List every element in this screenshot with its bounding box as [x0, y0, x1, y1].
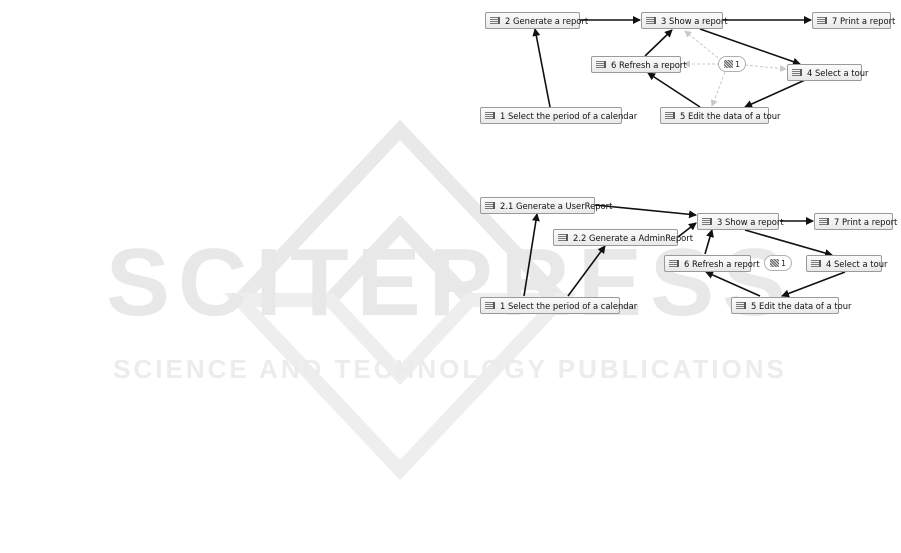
use-case-icon [665, 112, 675, 119]
dashed-badge-to-select [744, 64, 787, 72]
node-label: 4 Select a tour [807, 67, 869, 78]
edge-refresh-to-show [704, 229, 714, 255]
edge-select-to-edit [781, 271, 846, 298]
edge-show-to-select [744, 229, 833, 257]
node-generate-user-report[interactable]: 2.1 Generate a UserReport [480, 197, 612, 214]
use-case-icon [485, 202, 495, 209]
stack-icon [723, 60, 733, 68]
use-case-icon [817, 17, 827, 24]
counter-badge[interactable]: 1 [718, 56, 746, 72]
node-label: 3 Show a report [717, 216, 784, 227]
edge-period-to-generate [532, 28, 551, 108]
node-label: 7 Print a report [832, 15, 896, 26]
use-case-icon [485, 112, 495, 119]
counter-badge[interactable]: 1 [764, 255, 792, 271]
stack-icon [769, 259, 779, 267]
use-case-icon [811, 260, 821, 267]
watermark-title: SCITEPRESS [106, 229, 794, 336]
node-label: 1 Select the period of a calendar [500, 300, 638, 311]
use-case-icon [736, 302, 746, 309]
watermark-subtitle: SCIENCE AND TECHNOLOGY PUBLICATIONS [113, 354, 787, 384]
node-select-period[interactable]: 1 Select the period of a calendar [480, 297, 637, 314]
edge-show-to-select [699, 28, 801, 66]
counter-badge-value: 1 [734, 59, 741, 69]
node-label: 2.1 Generate a UserReport [500, 200, 613, 211]
node-label: 2.2 Generate a AdminReport [573, 232, 694, 243]
node-label: 2 Generate a report [505, 15, 589, 26]
node-edit-tour[interactable]: 5 Edit the data of a tour [660, 107, 781, 124]
use-case-icon [669, 260, 679, 267]
edge-select-to-edit [744, 79, 806, 108]
node-select-tour[interactable]: 4 Select a tour [806, 255, 887, 272]
node-label: 4 Select a tour [826, 258, 888, 269]
node-print-report[interactable]: 7 Print a report [814, 213, 897, 230]
edge-period-to-userreport [523, 213, 540, 297]
counter-badge-value: 1 [780, 258, 787, 268]
node-label: 1 Select the period of a calendar [500, 110, 638, 121]
node-select-period[interactable]: 1 Select the period of a calendar [480, 107, 637, 124]
node-label: 6 Refresh a report [684, 258, 760, 269]
node-label: 6 Refresh a report [611, 59, 687, 70]
use-case-icon [819, 218, 829, 225]
use-case-icon [646, 17, 656, 24]
edge-edit-to-refresh [647, 72, 701, 108]
node-label: 5 Edit the data of a tour [680, 110, 781, 121]
node-show-report[interactable]: 3 Show a report [697, 213, 784, 230]
node-label: 7 Print a report [834, 216, 898, 227]
node-show-report[interactable]: 3 Show a report [641, 12, 728, 29]
use-case-icon [490, 17, 500, 24]
node-refresh-report[interactable]: 6 Refresh a report [591, 56, 687, 73]
node-select-tour[interactable]: 4 Select a tour [787, 64, 868, 81]
dashed-badge-to-show [684, 30, 719, 59]
node-edit-tour[interactable]: 5 Edit the data of a tour [731, 297, 852, 314]
use-case-icon [485, 302, 495, 309]
node-label: 3 Show a report [661, 15, 728, 26]
edge-edit-to-refresh [705, 271, 761, 297]
use-case-icon [596, 61, 606, 68]
dashed-badge-to-edit [710, 71, 726, 107]
node-refresh-report[interactable]: 6 Refresh a report [664, 255, 760, 272]
node-generate-admin-report[interactable]: 2.2 Generate a AdminReport [553, 229, 693, 246]
use-case-icon [702, 218, 712, 225]
use-case-icon [792, 69, 802, 76]
edge-period-to-adminreport [567, 245, 606, 297]
use-case-icon [558, 234, 568, 241]
node-generate-report[interactable]: 2 Generate a report [485, 12, 588, 29]
node-print-report[interactable]: 7 Print a report [812, 12, 895, 29]
edge-refresh-to-show [644, 29, 673, 57]
node-label: 5 Edit the data of a tour [751, 300, 852, 311]
